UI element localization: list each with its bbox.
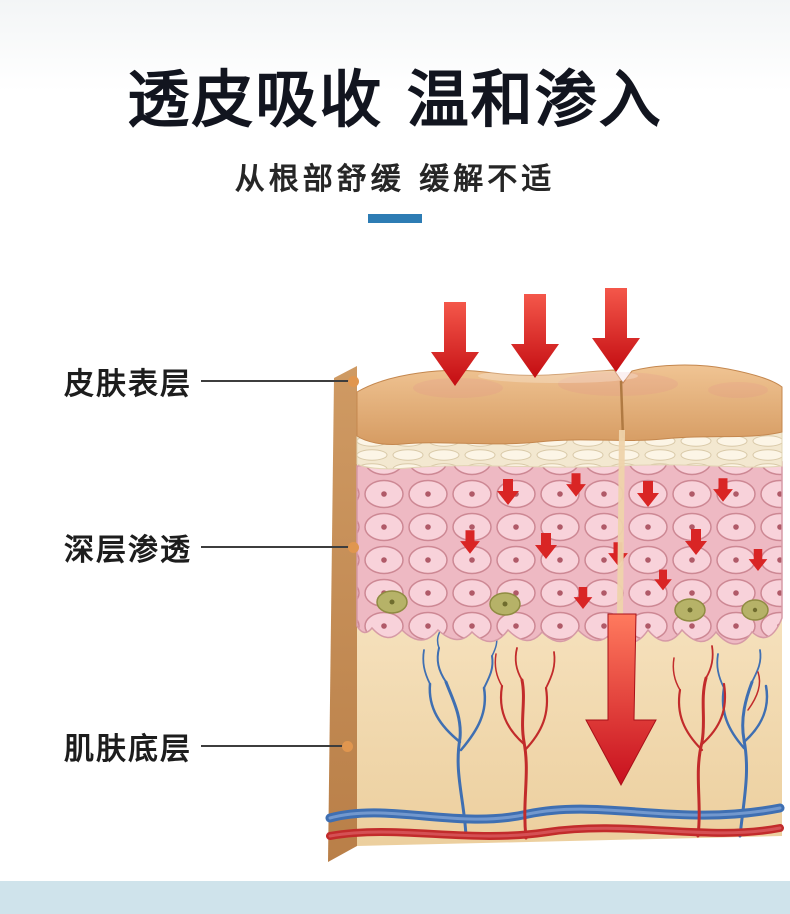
skin-diagram-illustration bbox=[325, 288, 785, 862]
footer-bar bbox=[0, 881, 790, 914]
callout-epidermis: 皮肤表层 bbox=[64, 362, 359, 402]
callout-dot bbox=[348, 375, 359, 387]
green-cells bbox=[376, 590, 769, 622]
page-title: 透皮吸收 温和渗入 bbox=[127, 63, 663, 136]
callout-line bbox=[201, 745, 343, 747]
deep-penetration-arrow-icon bbox=[585, 429, 657, 787]
callout-dermis: 深层渗透 bbox=[64, 528, 359, 568]
callout-dot bbox=[342, 740, 353, 752]
callout-line bbox=[201, 546, 349, 548]
callout-label-hypodermis: 肌肤底层 bbox=[64, 732, 192, 767]
callout-hypodermis: 肌肤底层 bbox=[64, 727, 353, 767]
page-subtitle: 从根部舒缓 缓解不适 bbox=[234, 162, 556, 198]
title-underline bbox=[368, 214, 422, 224]
callout-label-dermis: 深层渗透 bbox=[64, 533, 192, 568]
hypodermis-layer bbox=[357, 576, 782, 846]
callout-label-epidermis: 皮肤表层 bbox=[64, 367, 192, 402]
absorption-arrow-icons bbox=[431, 288, 640, 386]
epidermis-layer bbox=[356, 364, 783, 445]
block-side-face bbox=[328, 366, 357, 862]
skin-diagram bbox=[318, 280, 788, 870]
blood-vessels bbox=[325, 627, 785, 840]
dermis-layer bbox=[356, 459, 783, 645]
skin-crack bbox=[619, 380, 625, 439]
callout-dot bbox=[348, 541, 359, 553]
callout-line bbox=[201, 380, 349, 382]
header: 透皮吸收 温和渗入 从根部舒缓 缓解不适 bbox=[0, 63, 790, 224]
